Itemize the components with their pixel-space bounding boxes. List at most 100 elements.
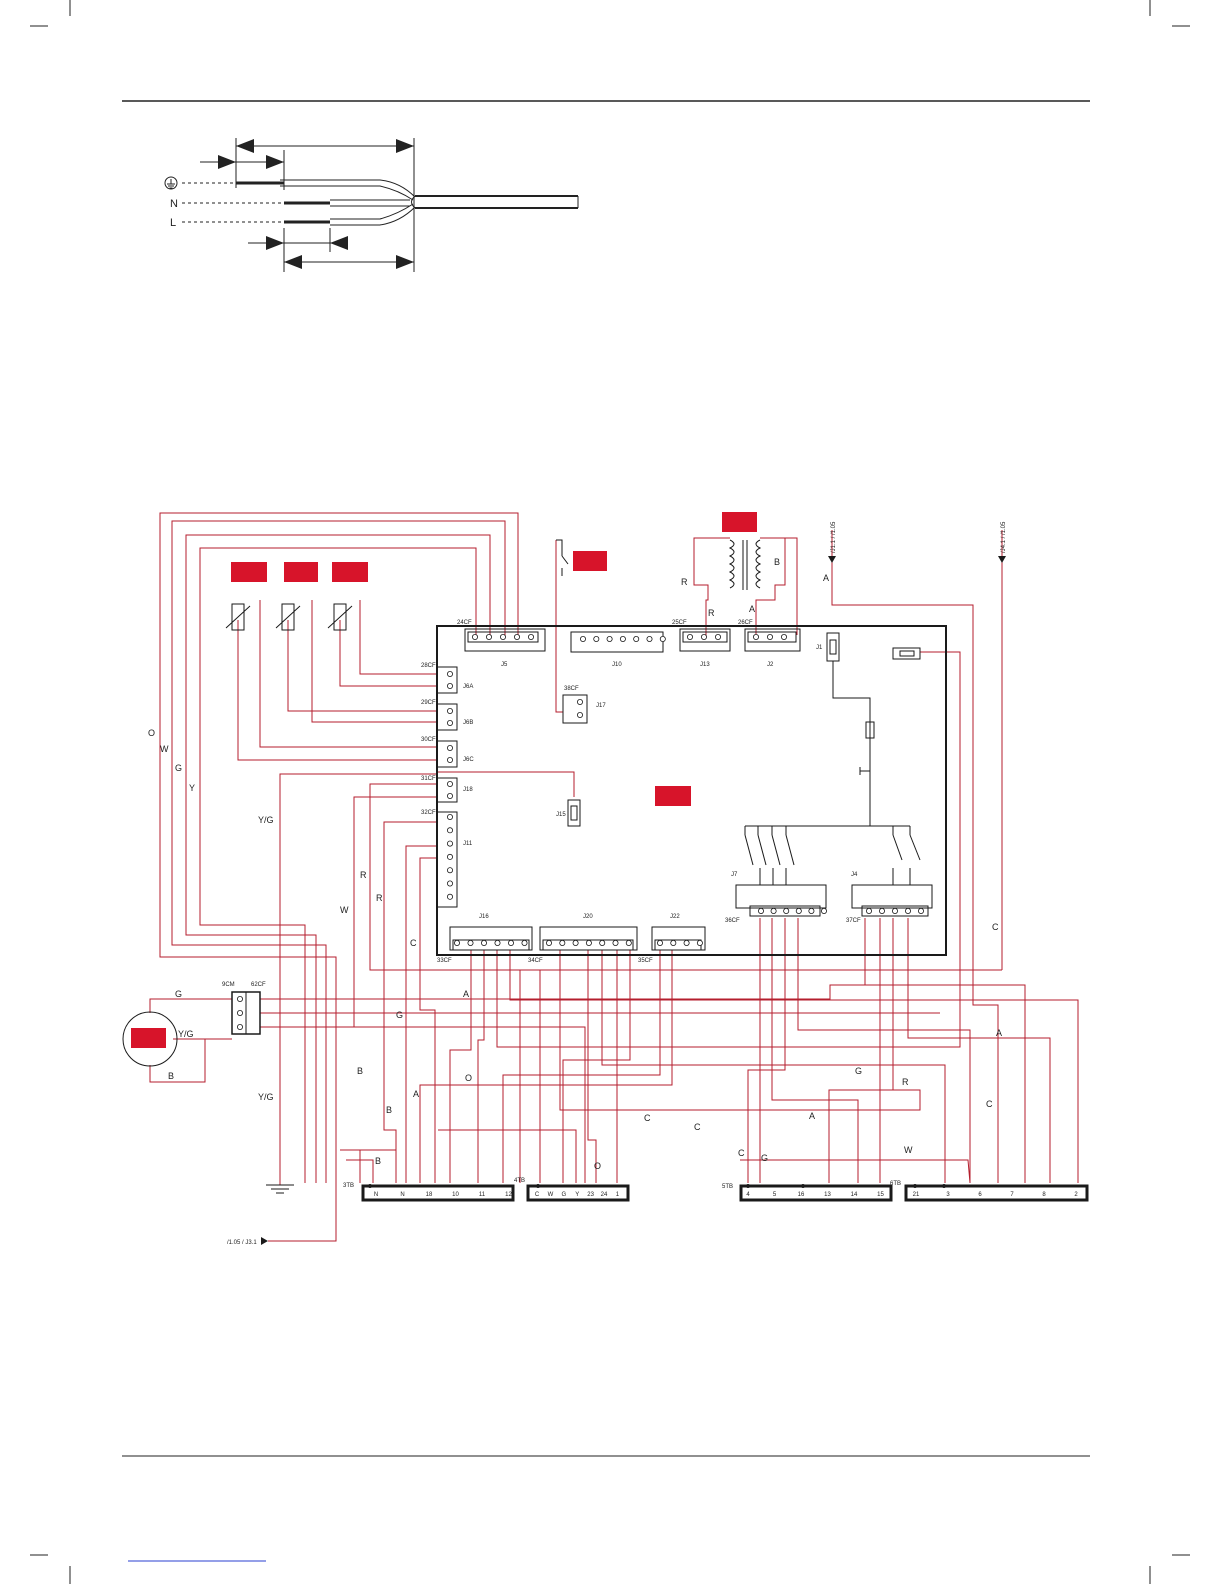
j7-pin	[808, 908, 815, 915]
terminal-5tb-1: 5	[773, 1192, 777, 1198]
j7-pin	[770, 908, 777, 915]
terminal-3tb-3: 10	[452, 1192, 459, 1198]
j6c-pin	[446, 757, 453, 764]
terminal-5tb-2: 16	[798, 1192, 805, 1198]
j4-pin	[892, 908, 899, 915]
connector-ref-j5: 24CF	[457, 620, 472, 626]
ref-j11-label: /J1.1 / /1.05	[831, 521, 837, 553]
wire-letter-r-5: R	[708, 608, 715, 618]
j13-pin	[715, 634, 722, 641]
wire-letter-c-2: C	[644, 1113, 651, 1123]
wire-letter-g-3: G	[761, 1153, 768, 1163]
j11-pin	[446, 893, 453, 900]
terminal-3tb-2: 18	[426, 1192, 433, 1198]
j11-pin	[446, 867, 453, 874]
j20-pin	[559, 940, 566, 947]
connector-ref-j2: 26CF	[738, 620, 753, 626]
wire-letter-r-2: R	[376, 893, 383, 903]
wire-letter-a-1: A	[463, 989, 469, 999]
j18-pin	[446, 781, 453, 788]
connector-name-j13: J13	[700, 662, 710, 668]
connector-name-j22: J22	[670, 914, 680, 920]
j10-pin	[659, 636, 666, 643]
wire-letter-r-4: R	[681, 577, 688, 587]
j7-pin	[821, 908, 828, 915]
wires	[149, 512, 1079, 1242]
terminal-block-name-3tb: 3TB	[343, 1183, 354, 1189]
j20-pin	[599, 940, 606, 947]
red-labels	[131, 512, 757, 1048]
j17-pin	[577, 699, 584, 706]
earth-icon	[164, 176, 178, 190]
transformer-label	[722, 512, 757, 532]
j10-pin	[580, 636, 587, 643]
j4-pin	[905, 908, 912, 915]
crop-marks	[30, 0, 1190, 1584]
terminal-6tb-5: 2	[1074, 1192, 1078, 1198]
terminal-3tb-5: 12	[505, 1192, 512, 1198]
j22-pin	[670, 940, 677, 947]
connector-name-j16: J16	[479, 914, 489, 920]
j7-pin	[795, 908, 802, 915]
connector-name-j18: J18	[463, 787, 473, 793]
j13-pin	[701, 634, 708, 641]
j20-pin	[585, 940, 592, 947]
j10-pin	[619, 636, 626, 643]
connector-name-j10: J10	[612, 662, 622, 668]
fan-cm-label: 9CM	[222, 982, 235, 988]
connector-name-j17: J17	[596, 703, 606, 709]
cable-strip-diagram	[164, 138, 579, 272]
j18-pin	[446, 793, 453, 800]
terminal-4tb-4: 23	[587, 1192, 594, 1198]
switch-label	[573, 551, 607, 571]
j13-pin	[687, 634, 694, 641]
wire-letter-o-2: O	[465, 1073, 472, 1083]
terminal-3tb-4: 11	[479, 1192, 486, 1198]
connector-ref-j22: 35CF	[638, 958, 653, 964]
j16-pin	[453, 940, 460, 947]
j16-pin	[467, 940, 474, 947]
j20-pin	[625, 940, 632, 947]
connector-ref-j16: 33CF	[437, 958, 452, 964]
terminal-3tb-1: N	[400, 1192, 404, 1198]
j20-pin	[572, 940, 579, 947]
connector-ref-j13: 25CF	[672, 620, 687, 626]
connector-pins	[236, 634, 925, 1031]
j6a-pin	[446, 683, 453, 690]
connector-ref-j7: 36CF	[725, 918, 740, 924]
wire-letter-o: O	[148, 728, 155, 738]
wire-letter-b-4: B	[375, 1156, 381, 1166]
j16-pin	[494, 940, 501, 947]
probe-3-label	[332, 562, 368, 582]
wire-letter-r-3: R	[902, 1077, 909, 1087]
j2-pin	[781, 634, 788, 641]
j6b-pin	[446, 708, 453, 715]
reference-arrows	[261, 556, 1006, 1245]
j16-pin	[480, 940, 487, 947]
ref-b-label: /1.05 / J3.1	[227, 1240, 257, 1246]
connector-name-j7: J7	[731, 872, 738, 878]
terminal-4tb-1: W	[548, 1192, 554, 1198]
j10-pin	[633, 636, 640, 643]
wire-letter-b-2: B	[357, 1066, 363, 1076]
connector-name-j5: J5	[501, 662, 508, 668]
j22-pin	[683, 940, 690, 947]
wire-letter-a-4: A	[996, 1028, 1002, 1038]
connector-ref-j6b: 29CF	[421, 700, 436, 706]
j20-pin	[612, 940, 619, 947]
wire-letter-c-6: C	[992, 922, 999, 932]
wire-letter-r-1: R	[360, 870, 367, 880]
connector-name-j6b: J6B	[463, 720, 473, 726]
wire-letter-b-fan: B	[168, 1071, 174, 1081]
connector-ref-j20: 34CF	[528, 958, 543, 964]
terminal-5tb-3: 13	[824, 1192, 831, 1198]
wire-letter-g-2: G	[396, 1010, 403, 1020]
wire-letter-a-6: A	[749, 604, 755, 614]
wire-letter-w: W	[160, 744, 169, 754]
dimension-arrowheads	[218, 139, 414, 269]
j11-pin	[446, 840, 453, 847]
connector-name-j20: J20	[583, 914, 593, 920]
j7-pin	[783, 908, 790, 915]
wire-letter-c-5: C	[986, 1099, 993, 1109]
